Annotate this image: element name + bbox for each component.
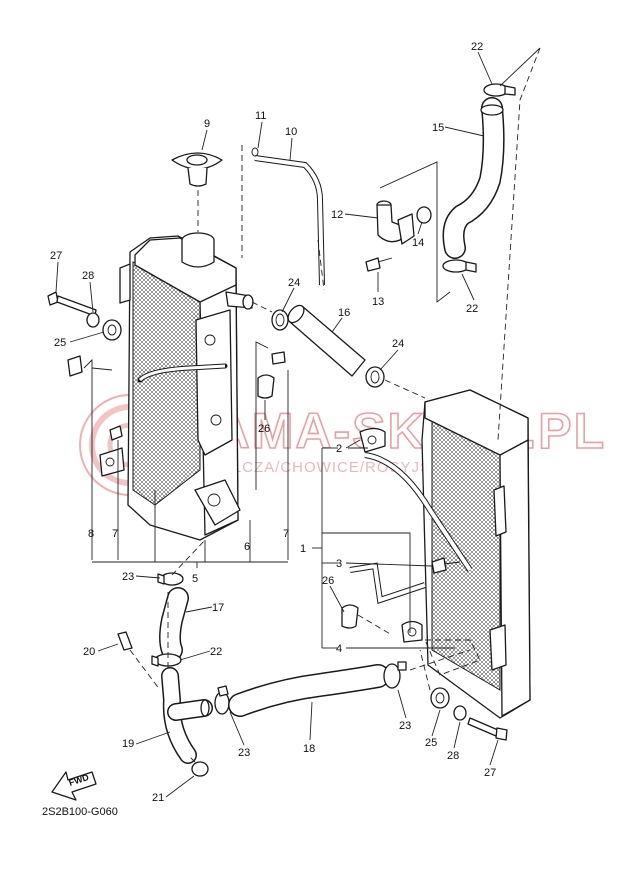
callout-8: 8 (88, 528, 94, 540)
callout-20: 20 (83, 646, 95, 658)
grommet-25b (430, 687, 450, 709)
leader-lines (55, 47, 541, 798)
callout-labels: 22 15 11 10 9 12 14 13 22 27 28 25 24 16… (50, 41, 496, 804)
diagram-code: 2S2B100-G060 (42, 806, 118, 818)
hose-clamp-top (483, 83, 516, 97)
washer-28a (86, 312, 100, 328)
watermark-main-text: PAMA-SKLEP.PL (182, 403, 606, 459)
callout-6: 6 (244, 541, 250, 553)
upper-hose (442, 97, 505, 259)
connecting-tube (287, 304, 366, 377)
forward-arrow-icon: FWD (51, 771, 97, 801)
hose-clamp-24b (365, 366, 385, 388)
hose-clamp-23c (383, 661, 407, 689)
collar-26a (257, 374, 275, 399)
callout-16: 16 (338, 307, 350, 319)
lower-hose-long (228, 664, 390, 717)
hose-clamp-23a (157, 572, 184, 586)
callout-23: 23 (399, 720, 411, 732)
o-ring-21 (191, 761, 209, 777)
callout-23: 23 (122, 571, 134, 583)
bolt-27a (47, 291, 97, 317)
y-joint-pipe (161, 667, 213, 764)
callout-13: 13 (372, 296, 384, 308)
left-radiator (99, 232, 254, 541)
callout-19: 19 (122, 738, 134, 750)
callout-17: 17 (212, 602, 224, 614)
callout-22: 22 (471, 41, 483, 53)
callout-1: 1 (300, 543, 306, 555)
collar-26b (341, 604, 359, 629)
callout-22: 22 (210, 646, 222, 658)
callout-18: 18 (303, 743, 315, 755)
callout-28: 28 (447, 750, 459, 762)
callout-11: 11 (255, 110, 266, 122)
right-radiator (349, 389, 531, 719)
hose-fitting (376, 200, 415, 245)
callout-28: 28 (82, 270, 94, 282)
callout-7: 7 (283, 528, 289, 540)
callout-5: 5 (192, 573, 198, 585)
o-ring (416, 206, 432, 224)
hose-clamp-24a (271, 309, 289, 331)
callout-23: 23 (238, 747, 250, 759)
callout-22: 22 (466, 303, 478, 315)
callout-24: 24 (392, 338, 404, 350)
bolt-27b (467, 717, 508, 741)
callout-25: 25 (54, 337, 66, 349)
clip-nut-8 (67, 355, 83, 377)
callout-12: 12 (331, 209, 343, 221)
callout-3: 3 (336, 558, 342, 570)
callout-24: 24 (288, 277, 300, 289)
screw-3 (431, 557, 461, 574)
overflow-hose (251, 147, 325, 286)
callout-26: 26 (258, 423, 270, 435)
callout-15: 15 (432, 122, 444, 134)
callout-4: 4 (336, 643, 342, 655)
callout-21: 21 (152, 792, 164, 804)
lower-hose-short (159, 587, 189, 661)
hose-clamp-mid (442, 259, 477, 273)
grommet-25a (102, 319, 122, 341)
bleed-bolt-20 (117, 631, 133, 651)
callout-26: 26 (322, 575, 334, 587)
callout-7: 7 (112, 528, 118, 540)
radiator-cap (171, 152, 223, 187)
callout-27: 27 (484, 767, 496, 779)
screw-7 (271, 351, 286, 365)
screw-7-left (109, 425, 123, 441)
hose-clamp-22c (151, 653, 182, 667)
washer-28b (453, 705, 467, 721)
callout-25: 25 (425, 737, 437, 749)
bolt-13 (365, 257, 393, 272)
callout-27: 27 (50, 250, 62, 262)
callout-9: 9 (204, 118, 210, 130)
callout-14: 14 (412, 237, 424, 249)
callout-2: 2 (336, 443, 342, 455)
callout-10: 10 (285, 126, 297, 138)
hose-clamp-23b (214, 685, 230, 715)
